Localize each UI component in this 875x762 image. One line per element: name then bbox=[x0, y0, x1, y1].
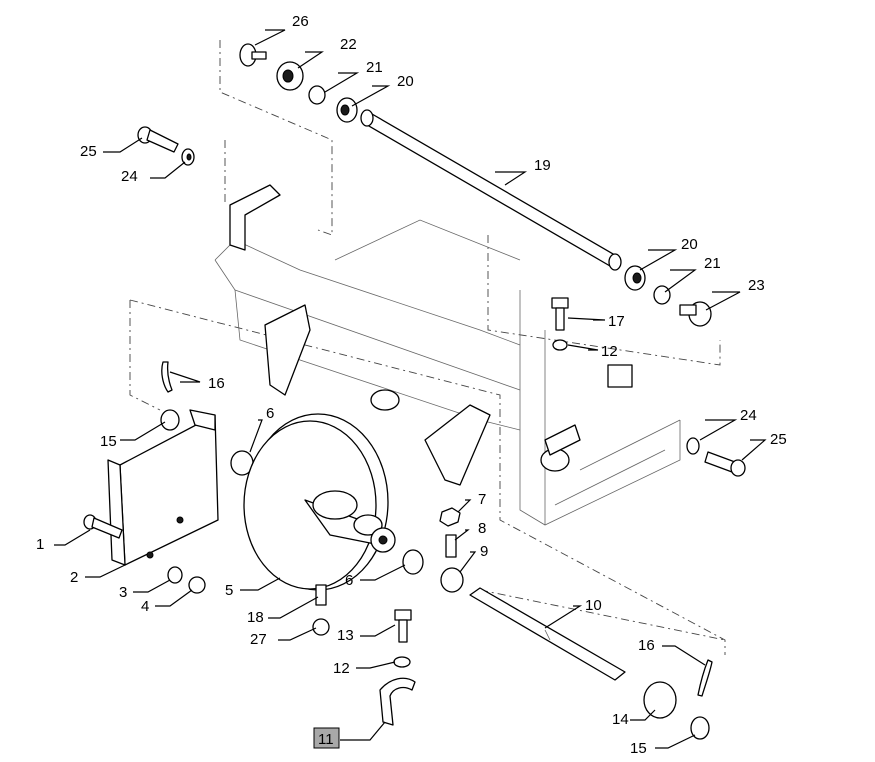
bolt-8 bbox=[445, 534, 457, 558]
disc-5 bbox=[243, 413, 396, 591]
callout-15: 15 bbox=[630, 740, 647, 757]
nut-7 bbox=[439, 507, 461, 527]
washer-12-lower bbox=[393, 656, 411, 668]
callout-3: 3 bbox=[119, 584, 127, 601]
washer-21-upper bbox=[308, 85, 326, 105]
clamp-11 bbox=[379, 677, 416, 726]
assembly-frames bbox=[129, 40, 726, 655]
callout-12: 12 bbox=[333, 660, 350, 677]
hub-14 bbox=[643, 681, 677, 719]
callout-14: 14 bbox=[612, 711, 629, 728]
callout-11-highlighted: 11 bbox=[318, 731, 334, 748]
callout-15: 15 bbox=[100, 433, 117, 450]
callout-16: 16 bbox=[208, 375, 225, 392]
bolt-17-set bbox=[551, 297, 633, 388]
sleeve-27 bbox=[312, 618, 330, 636]
callout-5: 5 bbox=[225, 582, 233, 599]
bushing-6-right bbox=[402, 549, 424, 575]
shaft-19 bbox=[361, 113, 621, 267]
callout-6: 6 bbox=[266, 405, 274, 422]
pin-16-left bbox=[161, 361, 173, 393]
callout-18: 18 bbox=[247, 609, 264, 626]
callout-1: 1 bbox=[36, 536, 44, 553]
washer-15-right bbox=[690, 716, 710, 740]
screw-set-upper-left bbox=[137, 126, 195, 166]
highlighted-callout-box bbox=[313, 727, 340, 749]
callout-21: 21 bbox=[704, 255, 721, 272]
screw-set-right bbox=[686, 437, 746, 477]
callout-24: 24 bbox=[121, 168, 138, 185]
callout-6: 6 bbox=[345, 572, 353, 589]
washer-3 bbox=[167, 566, 183, 584]
callout-2: 2 bbox=[70, 569, 78, 586]
bushing-9 bbox=[440, 567, 464, 593]
nut-4 bbox=[188, 576, 206, 594]
upper-shaft-assembly bbox=[239, 43, 712, 327]
callout-17: 17 bbox=[608, 313, 625, 330]
callout-19: 19 bbox=[534, 157, 551, 174]
machine-body bbox=[214, 184, 681, 526]
washer-21-lower bbox=[653, 285, 671, 305]
callout-24: 24 bbox=[740, 407, 757, 424]
bolt-13-shank bbox=[398, 619, 408, 643]
callout-20: 20 bbox=[681, 236, 698, 253]
callout-25: 25 bbox=[80, 143, 97, 160]
callout-27: 27 bbox=[250, 631, 267, 648]
callout-7: 7 bbox=[478, 491, 486, 508]
shaft-10 bbox=[469, 587, 626, 681]
callout-22: 22 bbox=[340, 36, 357, 53]
callout-23: 23 bbox=[748, 277, 765, 294]
callout-13: 13 bbox=[337, 627, 354, 644]
washer-15-left bbox=[160, 409, 180, 431]
callout-26: 26 bbox=[292, 13, 309, 30]
bracket-2 bbox=[107, 409, 219, 566]
pin-16-right bbox=[697, 659, 713, 697]
leader-lines bbox=[54, 29, 767, 749]
callout-12: 12 bbox=[601, 343, 618, 360]
callout-4: 4 bbox=[141, 598, 149, 615]
callout-21: 21 bbox=[366, 59, 383, 76]
bolt-1 bbox=[83, 514, 123, 539]
callout-16: 16 bbox=[638, 637, 655, 654]
callout-9: 9 bbox=[480, 543, 488, 560]
callout-8: 8 bbox=[478, 520, 486, 537]
set-screw-18 bbox=[315, 584, 327, 606]
bolt-13 bbox=[394, 609, 412, 621]
callout-25: 25 bbox=[770, 431, 787, 448]
callouts: 26 22 21 20 25 24 19 20 21 23 17 12 16 1… bbox=[36, 13, 787, 757]
callout-20: 20 bbox=[397, 73, 414, 90]
callout-10: 10 bbox=[585, 597, 602, 614]
